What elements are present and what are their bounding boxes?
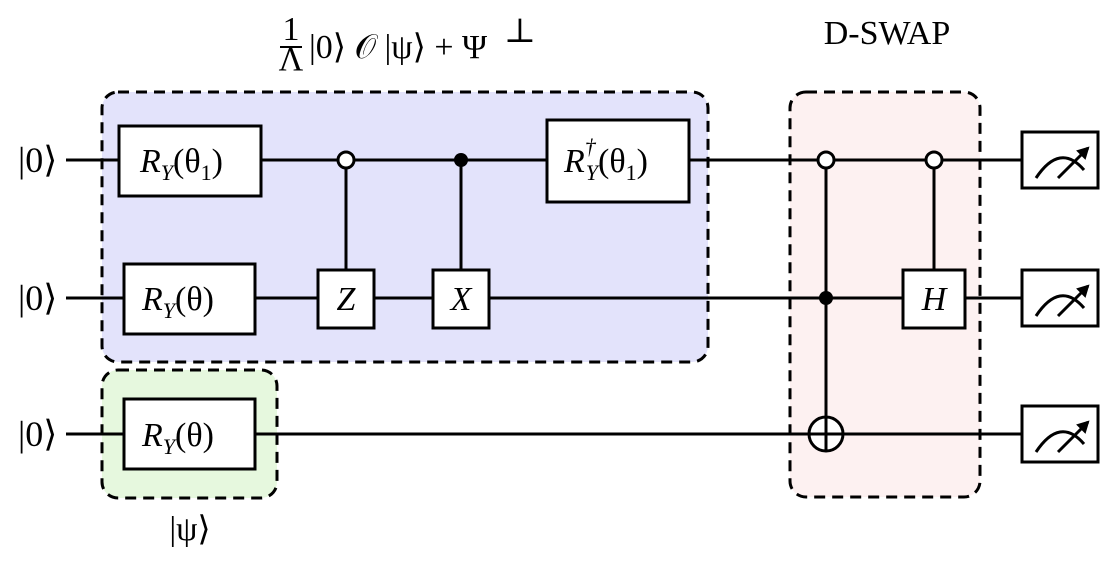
ry-theta-gate-qubit-2: RY(θ) <box>122 397 257 471</box>
ry-dagger-theta1-gate: R†Y(θ1) <box>545 118 691 204</box>
closed-control-x <box>454 153 468 167</box>
dswap-title: D-SWAP <box>824 15 951 52</box>
oracle-title-superscript: ⊥ <box>504 13 536 50</box>
h-gate: H <box>901 268 967 330</box>
oracle-title-expression: |0⟩ 𝒪 |ψ⟩ + Ψ <box>309 29 487 66</box>
open-control-z <box>336 150 356 170</box>
meter-icon <box>1034 284 1090 318</box>
h-gate-label: H <box>921 281 949 318</box>
ry-theta-gate-qubit-2-label: RY(θ) <box>141 417 214 459</box>
psi-label: |ψ⟩ <box>169 511 210 548</box>
z-gate: Z <box>316 268 376 330</box>
ry-theta1-gate-label: RY(θ1) <box>139 143 223 185</box>
meter-icon <box>1034 146 1090 180</box>
measurement-qubit-2 <box>1020 404 1100 464</box>
ry-dagger-theta1-gate-label: R†Y(θ1) <box>563 134 648 185</box>
open-control-toffoli <box>816 150 836 170</box>
toffoli-target <box>807 415 845 453</box>
measurement-qubit-1 <box>1020 268 1100 328</box>
oracle-title-denominator: Λ <box>279 41 304 78</box>
ry-theta-gate-qubit-1: RY(θ) <box>122 262 257 336</box>
z-gate-label: Z <box>337 281 357 318</box>
qubit-0-input-label: |0⟩ <box>18 140 57 180</box>
qubit-2-input-label: |0⟩ <box>18 414 57 454</box>
closed-control-toffoli <box>819 291 833 305</box>
ry-theta1-gate: RY(θ1) <box>117 124 263 198</box>
measurement-qubit-0 <box>1020 130 1100 190</box>
x-gate-label: X <box>449 281 473 318</box>
meter-icon <box>1034 420 1090 454</box>
x-gate: X <box>431 268 491 330</box>
ry-theta-gate-qubit-1-label: RY(θ) <box>141 281 214 323</box>
open-control-h <box>924 150 944 170</box>
qubit-1-input-label: |0⟩ <box>18 278 57 318</box>
oracle-title-numerator: 1 <box>283 11 300 48</box>
oracle-title: 1 Λ |0⟩ 𝒪 |ψ⟩ + Ψ ⊥ <box>279 11 536 78</box>
